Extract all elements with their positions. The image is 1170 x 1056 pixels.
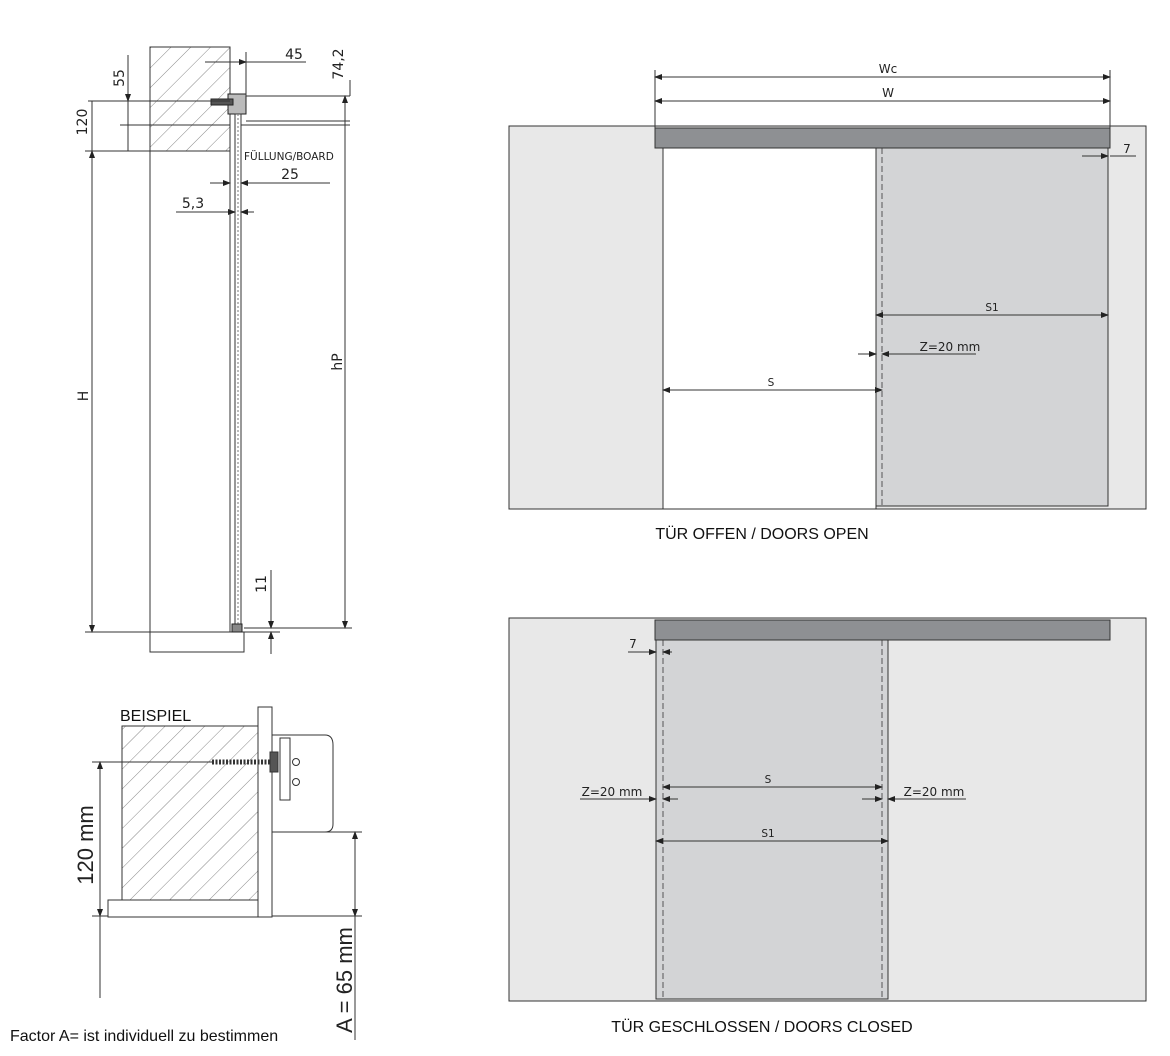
open-wc-label: Wc [879,62,897,76]
dim-45-label: 45 [285,47,303,63]
section-view [85,46,352,654]
closed-7-label: 7 [629,637,637,651]
closed-s-label: S [765,774,772,786]
track-bracket [210,98,234,106]
example-height-label: 120 mm [73,805,98,884]
open-door-leaf [875,147,1109,507]
floor-piece [149,631,245,653]
open-7-label: 7 [1123,142,1131,156]
doors-closed-labels: 7 Z=20 mm Z=20 mm S S1 TÜR GESCHLOSSEN /… [582,637,965,1036]
open-passage [662,147,877,510]
closed-s1-label: S1 [761,828,774,840]
doors-open-labels: Wc W 7 S1 Z=20 mm S TÜR OFFEN / DOORS OP… [655,62,1130,543]
section-labels: 55 45 74,2 120 FÜLLUNG/BOARD 25 5,3 H hP… [75,47,347,593]
example-vertical-plate [257,706,273,918]
example-bracket-clip [279,737,291,801]
dim-53-label: 5,3 [182,196,204,212]
example-bottom-plate [107,899,259,918]
open-z-label: Z=20 mm [920,340,981,354]
closed-z-right-label: Z=20 mm [904,785,965,799]
example-screw-head [269,751,279,773]
doors-closed-view [508,617,1147,1002]
example-screw-hole-top [292,758,300,766]
dim-120-label: 120 [75,109,91,136]
example-labels: BEISPIEL 120 mm A = 65 mm Factor A= ist … [10,708,357,1045]
open-s-label: S [768,377,775,389]
closed-rail [654,619,1111,641]
doors-open-view [508,70,1147,510]
dim-hP-label: hP [330,353,346,370]
dim-11-label: 11 [254,575,270,593]
board-label: FÜLLUNG/BOARD [244,150,334,163]
open-caption: TÜR OFFEN / DOORS OPEN [655,525,868,543]
dim-742-label: 74,2 [331,48,347,79]
example-hatched-block [121,725,259,901]
closed-door-leaf [655,639,889,1000]
example-a-label: A = 65 mm [332,927,357,1033]
example-detail [92,706,362,1040]
open-rail [654,127,1111,149]
dim-H-label: H [76,391,92,402]
closed-z-left-label: Z=20 mm [582,785,643,799]
example-footnote: Factor A= ist individuell zu bestimmen [10,1028,278,1045]
open-s1-label: S1 [985,302,998,314]
dim-25-label: 25 [281,167,299,183]
floor-guide [231,623,243,633]
example-title: BEISPIEL [120,708,191,725]
open-w-label: W [882,86,894,100]
closed-caption: TÜR GESCHLOSSEN / DOORS CLOSED [611,1018,912,1036]
dim-55-label: 55 [112,69,128,87]
example-screw-hole-bottom [292,778,300,786]
